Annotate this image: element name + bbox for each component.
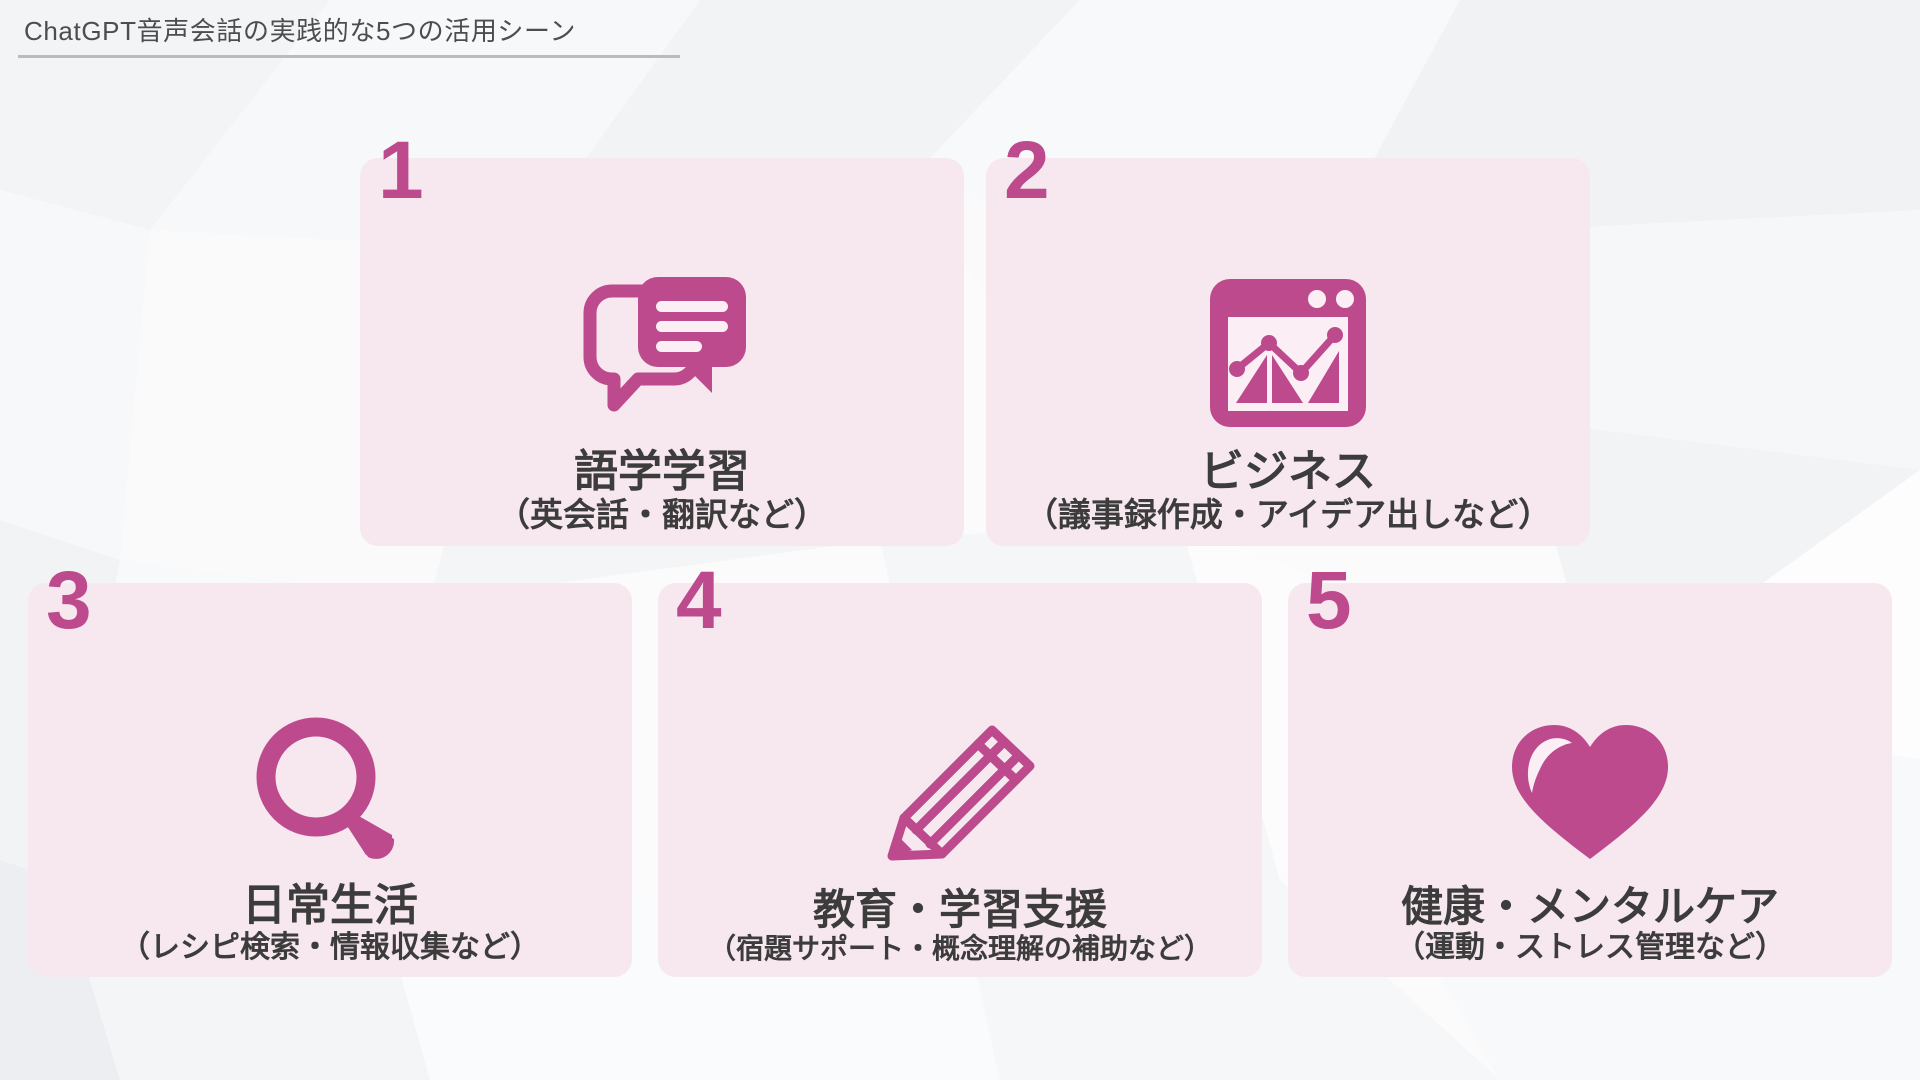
- scene-card-4-sublabel: （宿題サポート・概念理解の補助など）: [707, 932, 1212, 964]
- scene-card-4[interactable]: 教育・学習支援 （宿題サポート・概念理解の補助など）: [658, 583, 1262, 977]
- scene-card-5-number: 5: [1306, 555, 1352, 646]
- scene-card-2-number: 2: [1004, 125, 1050, 216]
- scene-card-1-number: 1: [378, 125, 424, 216]
- scene-card-2-label: ビジネス: [1200, 446, 1376, 496]
- scene-card-2[interactable]: ビジネス （議事録作成・アイデア出しなど）: [986, 158, 1590, 546]
- scene-card-5[interactable]: 健康・メンタルケア （運動・ストレス管理など）: [1288, 583, 1892, 977]
- scene-card-1[interactable]: 語学学習 （英会話・翻訳など）: [360, 158, 964, 546]
- scene-card-3-sublabel: （レシピ検索・情報収集など）: [120, 930, 540, 964]
- pencil-icon: [874, 714, 1046, 872]
- chat-bubbles-icon: [572, 273, 752, 433]
- page-title: ChatGPT音声会話の実践的な5つの活用シーン: [24, 16, 576, 46]
- magnifier-icon: [244, 711, 416, 867]
- scene-card-5-sublabel: （運動・ストレス管理など）: [1395, 930, 1785, 964]
- chart-window-icon: [1204, 273, 1372, 433]
- scene-card-3-label: 日常生活: [242, 881, 418, 931]
- heart-icon: [1502, 717, 1678, 869]
- scene-card-3[interactable]: 日常生活 （レシピ検索・情報収集など）: [28, 583, 632, 977]
- slide-header: ChatGPT音声会話の実践的な5つの活用シーン: [18, 16, 680, 59]
- scene-card-4-label: 教育・学習支援: [812, 885, 1107, 933]
- scene-card-3-number: 3: [46, 555, 92, 646]
- scene-card-1-sublabel: （英会話・翻訳など）: [497, 496, 827, 534]
- scene-card-4-number: 4: [676, 555, 722, 646]
- scene-card-5-label: 健康・メンタルケア: [1400, 883, 1779, 931]
- scene-card-2-sublabel: （議事録作成・アイデア出しなど）: [1024, 496, 1552, 534]
- title-underline: [18, 55, 680, 59]
- scene-card-1-label: 語学学習: [574, 446, 750, 496]
